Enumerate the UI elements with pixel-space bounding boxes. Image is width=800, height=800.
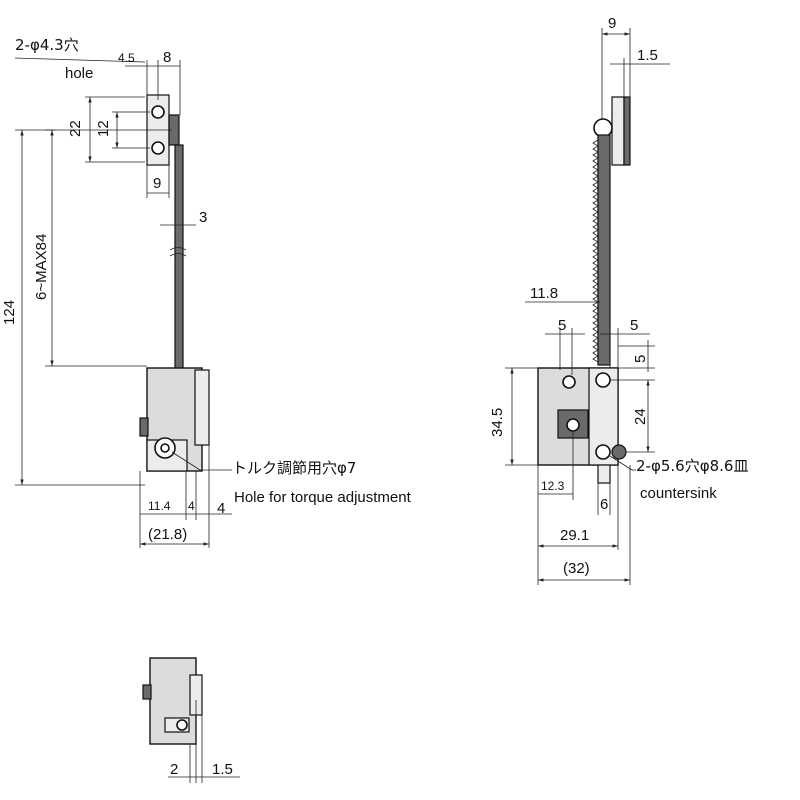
left-dim-4b: 4 (217, 500, 225, 517)
right-dim-5c: 5 (632, 355, 649, 363)
left-top-hole-1 (151, 105, 165, 119)
left-dim-3: 3 (199, 209, 207, 226)
right-body-hole-slot (566, 418, 580, 432)
left-torque-label-en: Hole for torque adjustment (234, 489, 412, 506)
left-torque-hole-inner (160, 443, 170, 453)
right-top-bracket (611, 96, 625, 166)
bottom-view: 2 1.5 (142, 657, 240, 783)
left-dim-stroke: 6~MAX84 (33, 234, 50, 300)
left-dim-11-4: 11.4 (148, 499, 171, 513)
right-dim-12-3: 12.3 (541, 479, 565, 493)
left-dim-124: 124 (1, 300, 18, 325)
left-dim-4-5: 4.5 (118, 51, 135, 65)
bottom-dim-1-5: 1.5 (212, 761, 233, 778)
right-dim-29-1: 29.1 (560, 527, 589, 544)
right-top-pivot (593, 118, 613, 138)
right-body-hole-top (562, 375, 576, 389)
bottom-dim-2: 2 (170, 761, 178, 778)
left-rod (174, 144, 184, 371)
left-hole-label-en: hole (65, 65, 93, 82)
left-dim-8: 8 (163, 49, 171, 66)
left-dim-12: 12 (95, 120, 112, 137)
right-rod-serration (592, 139, 599, 363)
left-view: 2-φ4.3穴 hole 4.5 8 22 12 9 3 124 6~MAX84 (1, 36, 412, 548)
right-dim-11-8: 11.8 (530, 285, 558, 302)
left-dim-21-8: (21.8) (148, 526, 187, 543)
right-countersink-hole-2 (595, 444, 611, 460)
right-body-knob (611, 444, 627, 460)
left-body-side (194, 369, 210, 446)
left-dim-9: 9 (153, 175, 161, 192)
left-dim-22: 22 (67, 120, 84, 137)
right-dim-1-5: 1.5 (637, 47, 658, 64)
right-dim-6: 6 (600, 496, 608, 513)
right-dim-34-5: 34.5 (489, 408, 506, 437)
right-dim-5a: 5 (558, 317, 566, 334)
right-dim-32: (32) (563, 560, 590, 577)
left-torque-label-jp: トルク調節用穴φ7 (232, 459, 356, 477)
left-top-hole-2 (151, 141, 165, 155)
bottom-body-hole (176, 719, 188, 731)
right-hole-label: 2-φ5.6穴φ8.6皿 (636, 457, 748, 475)
right-dim-9: 9 (608, 15, 616, 32)
left-hole-label: 2-φ4.3穴 (15, 36, 79, 54)
left-dim-4a: 4 (188, 499, 195, 513)
right-top-bracket-flange (623, 96, 631, 166)
bottom-body-tab (142, 684, 152, 700)
right-rod-tip (597, 464, 611, 484)
right-dim-24: 24 (632, 408, 649, 425)
left-body-tab (139, 417, 149, 437)
right-countersink-hole-1 (595, 372, 611, 388)
right-dim-5b: 5 (630, 317, 638, 334)
right-serrated-rod (597, 134, 611, 366)
right-view: 9 1.5 11.8 5 5 5 24 34.5 12 (489, 15, 748, 585)
right-hole-label-en: countersink (640, 485, 717, 502)
